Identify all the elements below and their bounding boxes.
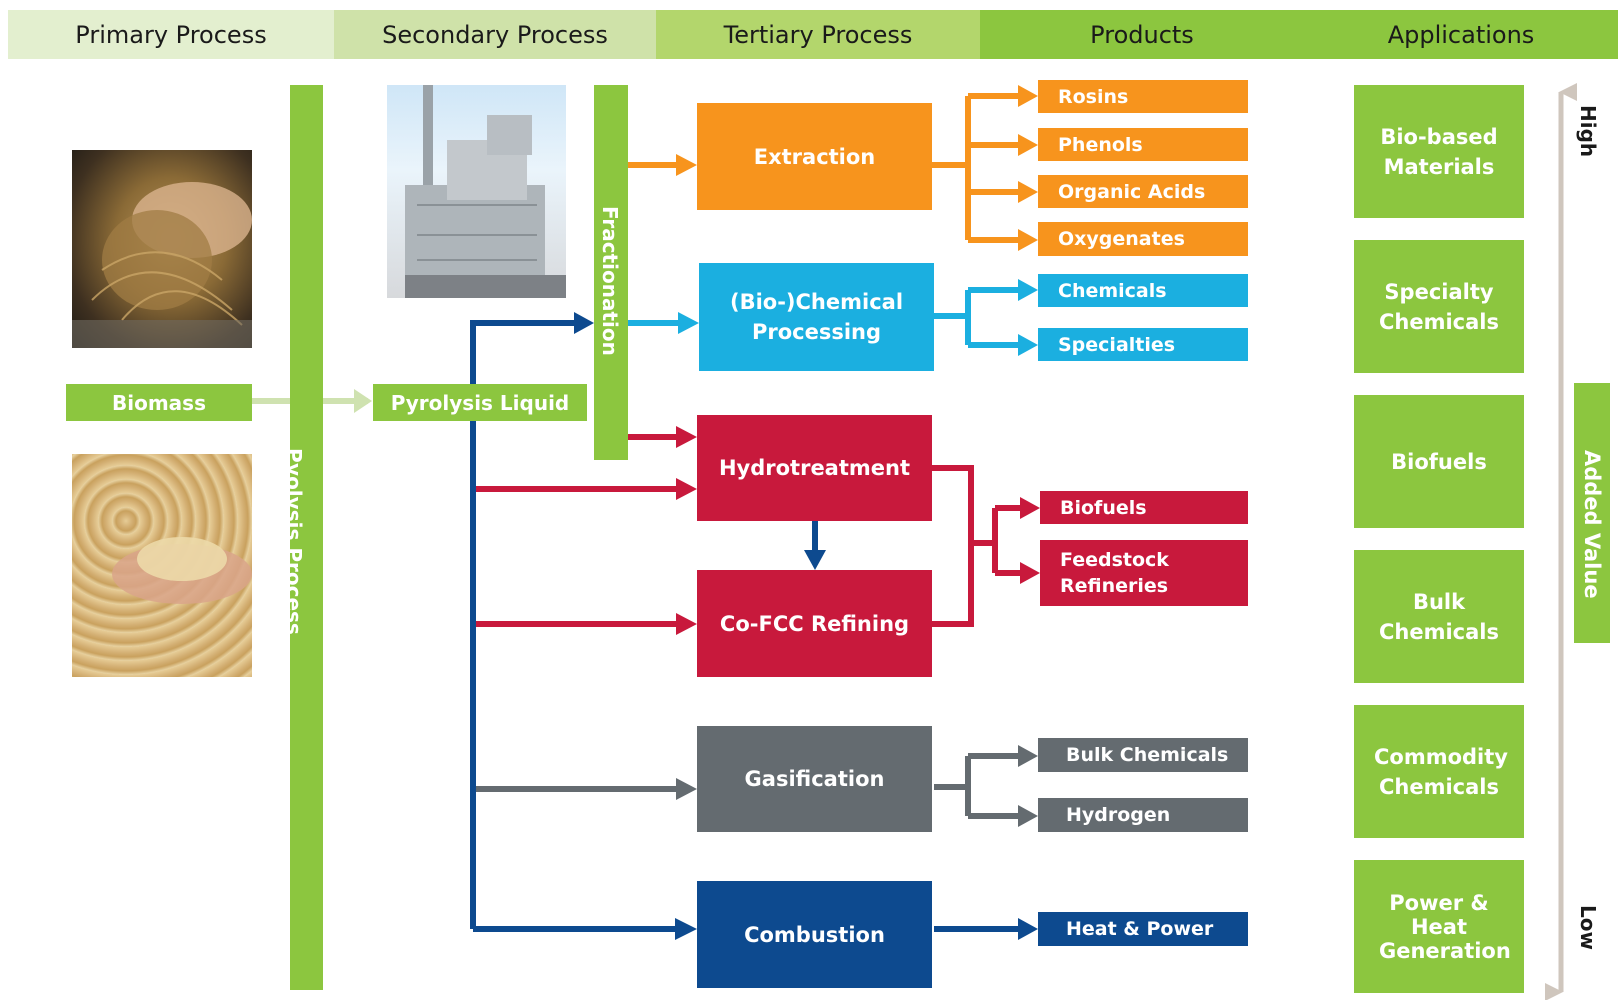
header-secondary: Secondary Process: [334, 10, 656, 59]
chemicals-label: Chemicals: [1058, 279, 1167, 302]
added-value-bar: [1574, 383, 1610, 643]
combustion-output: [934, 918, 1038, 940]
product-hydrogen: Hydrogen: [1038, 798, 1248, 832]
gasification-input: [476, 778, 697, 800]
pyrolysis-plant-photo: [387, 85, 566, 298]
arrow-to-fractionation: [574, 312, 594, 334]
app-bio-based-materials: Bio-based Materials: [1354, 85, 1524, 218]
product-oxygenates: Oxygenates: [1038, 222, 1248, 256]
oxygenates-label: Oxygenates: [1058, 228, 1185, 250]
product-specialties: Specialties: [1038, 328, 1248, 361]
hydrogen-label: Hydrogen: [1066, 804, 1171, 826]
arrow-to-combustion: [675, 918, 697, 940]
pyrolysis-process-label: Pyolysis Process: [282, 448, 306, 635]
biofuels-label: Biofuels: [1060, 496, 1147, 519]
pyrolysis-liquid-label: Pyrolysis Liquid: [390, 390, 570, 415]
bulk-chemicals-label: Bulk Chemicals: [1066, 744, 1229, 766]
crimson-input-arrowheads: [676, 426, 697, 635]
plant-structure: [405, 85, 566, 298]
biomass-arrow: [252, 389, 372, 413]
product-rosins: Rosins: [1038, 80, 1248, 113]
navy-trunk: [470, 320, 675, 932]
biomass-box: Biomass: [66, 384, 252, 421]
cofcc-label: Co-FCC Refining: [719, 611, 910, 636]
product-phenols: Phenols: [1038, 128, 1248, 161]
gasification-arrowheads: [1018, 745, 1038, 827]
rosins-label: Rosins: [1058, 85, 1129, 108]
gasification-label: Gasification: [744, 767, 885, 791]
biomass-fiber-photo: [72, 150, 252, 348]
scale-low-label: Low: [1576, 905, 1600, 950]
product-organic-acids: Organic Acids: [1038, 175, 1248, 208]
product-bulk-chemicals: Bulk Chemicals: [1038, 738, 1248, 772]
header-products: Products: [980, 10, 1304, 59]
organic-acids-label: Organic Acids: [1058, 180, 1206, 203]
phenols-label: Phenols: [1058, 133, 1143, 156]
crimson-output-arrowheads: [1020, 497, 1040, 584]
hand-shape: [112, 537, 252, 604]
extraction-branches: [932, 93, 1020, 243]
product-feedstock-refineries: Feedstock Refineries: [1040, 540, 1248, 606]
pyrolysis-process-bar: [290, 85, 323, 990]
bulk-label: Bulk Chemicals: [1379, 589, 1500, 644]
header-primary: Primary Process: [8, 10, 334, 59]
fiber-texture: [72, 182, 252, 348]
app-power-heat-generation: Power & Heat Generation: [1354, 860, 1524, 993]
added-value-label: Added Value: [1580, 450, 1604, 599]
combustion-box: Combustion: [697, 881, 932, 988]
hydrotreatment-box: Hydrotreatment: [697, 415, 932, 521]
product-chemicals: Chemicals: [1038, 274, 1248, 307]
hydrotreatment-label: Hydrotreatment: [718, 456, 911, 480]
cofcc-refining-box: Co-FCC Refining: [697, 570, 932, 677]
commodity-label: Commodity Chemicals: [1374, 744, 1508, 799]
hydro-to-cofcc: [804, 521, 826, 570]
fractionation-bar: [594, 85, 628, 460]
app-biofuels: Biofuels: [1354, 395, 1524, 528]
app-biofuels-label: Biofuels: [1391, 449, 1487, 474]
bio-based-label: Bio-based Materials: [1380, 124, 1498, 179]
header-tertiary: Tertiary Process: [656, 10, 980, 59]
extraction-box: Extraction: [697, 103, 932, 210]
header-applications: Applications: [1304, 10, 1618, 59]
extraction-label: Extraction: [753, 144, 876, 169]
specialty-label: Specialty Chemicals: [1379, 279, 1500, 334]
product-heat-power: Heat & Power: [1038, 912, 1248, 946]
wood-chips-photo: [72, 454, 252, 677]
fractionation-label: Fractionation: [598, 206, 622, 356]
fractionation-to-biochem: [628, 312, 699, 334]
app-commodity-chemicals: Commodity Chemicals: [1354, 705, 1524, 838]
app-bulk-chemicals: Bulk Chemicals: [1354, 550, 1524, 683]
specialties-label: Specialties: [1058, 333, 1176, 356]
biochem-branches: [934, 287, 1020, 348]
biochem-processing-box: (Bio-)Chemical Processing: [699, 263, 934, 371]
heat-power-label: Heat & Power: [1066, 918, 1214, 940]
pyrolysis-liquid-box: Pyrolysis Liquid: [373, 384, 587, 421]
biomass-label: Biomass: [112, 390, 206, 415]
biochem-label: (Bio-)Chemical Processing: [729, 290, 904, 344]
combustion-label: Combustion: [744, 922, 885, 947]
gasification-box: Gasification: [697, 726, 932, 832]
crimson-inputs: [476, 434, 676, 627]
power-heat-label: Power & Heat Generation: [1379, 890, 1511, 963]
fractionation-to-extraction: [628, 154, 697, 176]
product-biofuels: Biofuels: [1040, 491, 1248, 524]
crimson-branches: [932, 465, 1022, 627]
scale-high-label: High: [1576, 105, 1600, 158]
gasification-branches: [934, 753, 1020, 819]
biochem-arrowheads: [1018, 279, 1038, 356]
app-specialty-chemicals: Specialty Chemicals: [1354, 240, 1524, 373]
feedstock-refineries-label: Feedstock Refineries: [1060, 549, 1169, 597]
extraction-arrowheads: [1018, 85, 1038, 251]
